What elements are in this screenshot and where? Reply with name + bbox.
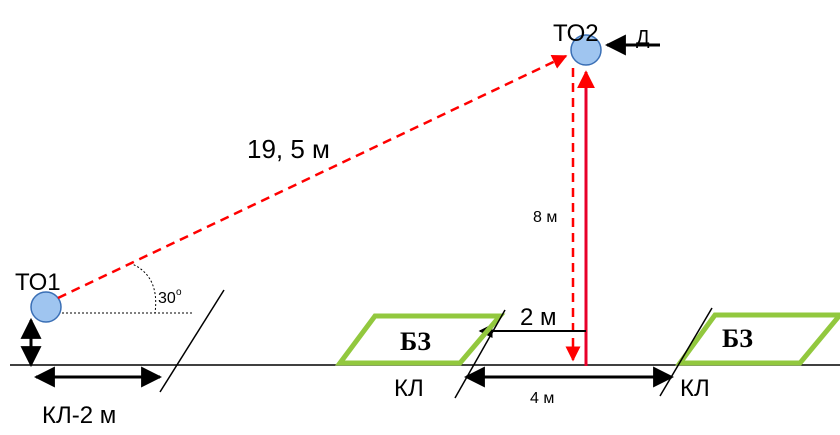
d-label: Д <box>636 27 650 49</box>
angle-value: 30 <box>158 290 176 307</box>
to2-node <box>570 34 602 66</box>
diagonal-distance-line <box>57 54 568 300</box>
kl-middle-slash <box>454 309 506 399</box>
kl-2m-label: КЛ-2 м <box>42 402 116 429</box>
to1-label: ТО1 <box>15 269 61 296</box>
bz-right-label: БЗ <box>722 324 753 353</box>
bz-left-label: БЗ <box>400 327 431 356</box>
angle-arc <box>129 262 157 314</box>
kl-middle-label: КЛ <box>394 375 424 402</box>
to1-node <box>30 291 62 323</box>
bz-right-box <box>675 312 840 366</box>
kl-left-slash <box>159 289 225 393</box>
angle-unit: о <box>176 287 182 298</box>
diagonal-distance-label: 19, 5 м <box>247 134 330 164</box>
height-8m-label: 8 м <box>533 209 557 226</box>
to2-label: ТО2 <box>553 20 599 47</box>
kl-right-label: КЛ <box>680 375 710 402</box>
offset-2m-label: 2 м <box>520 304 557 331</box>
span-4m-label: 4 м <box>530 390 554 407</box>
bz-left-box <box>335 313 506 366</box>
